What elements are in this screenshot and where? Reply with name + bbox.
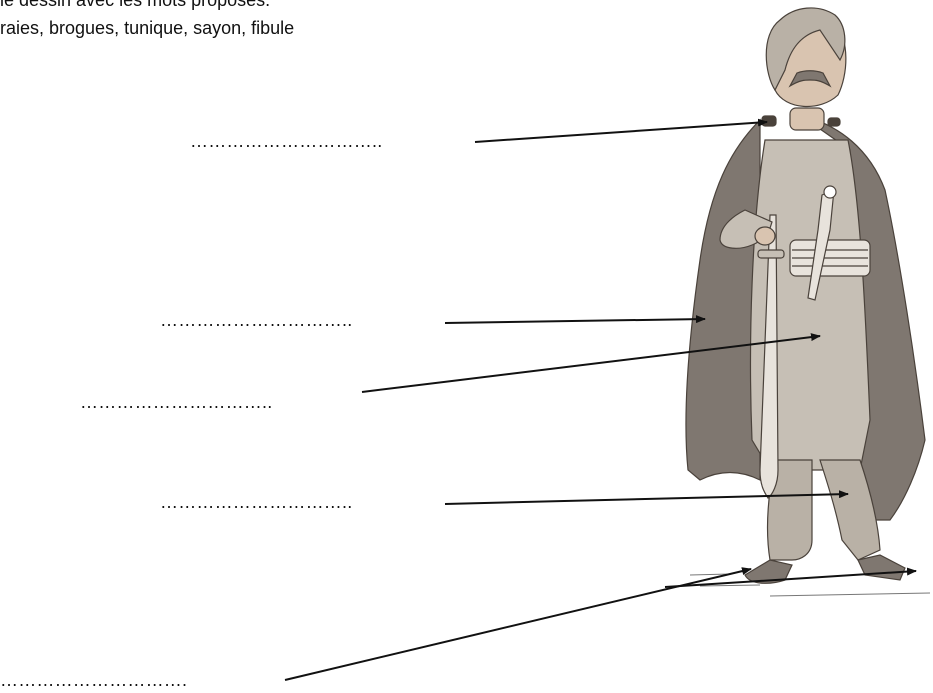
- arrow-icon: [665, 571, 916, 587]
- arrow-icon: [475, 122, 767, 142]
- fibula-clasp: [762, 116, 776, 126]
- right-shoe: [858, 555, 905, 580]
- arrow-icon: [285, 569, 751, 680]
- gaul-warrior-figure: [686, 8, 930, 596]
- arrow-icon: [445, 319, 705, 323]
- cloak-shape: [686, 120, 760, 480]
